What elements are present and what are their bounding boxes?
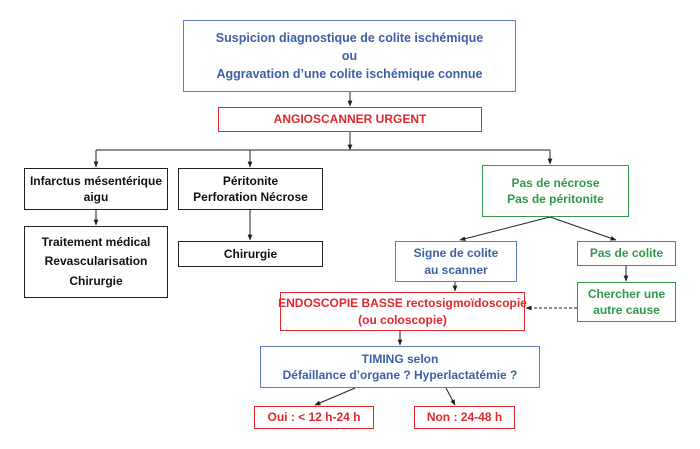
peritonite-line-2: Perforation Nécrose	[193, 190, 308, 204]
non-label: Non : 24-48 h	[426, 410, 503, 425]
arrow-to-pas-colite	[549, 216, 617, 241]
pas-colite-label: Pas de colite	[589, 246, 664, 261]
arrow-timing-oui	[314, 387, 356, 406]
pas-colite-box: Pas de colite	[577, 241, 676, 266]
timing-line-2: Défaillance d’organe ? Hyperlactatémie ?	[282, 368, 518, 382]
infarctus-line-1: Infarctus mésentérique	[29, 173, 163, 188]
chercher-line-1: Chercher une	[587, 286, 666, 301]
traitement-line-2: Revascularisation	[44, 254, 148, 269]
signe-colite-box: Signe de colite au scanner	[395, 241, 517, 282]
arrow-timing-non	[445, 387, 456, 406]
chirurgie-label: Chirurgie	[223, 246, 278, 261]
suspicion-line-1: Suspicion diagnostique de colite ischémi…	[215, 30, 484, 45]
traitement-box: Traitement médical Revascularisation Chi…	[24, 226, 168, 298]
oui-label: Oui : < 12 h-24 h	[267, 410, 361, 425]
arrow-to-signe-colite	[459, 216, 551, 241]
endoscopie-line-2: (ou coloscopie)	[358, 312, 447, 327]
non-box: Non : 24-48 h	[414, 406, 515, 429]
oui-box: Oui : < 12 h-24 h	[254, 406, 374, 429]
chercher-box: Chercher une autre cause	[577, 282, 676, 322]
chirurgie-box: Chirurgie	[178, 241, 323, 267]
infarctus-box: Infarctus mésentérique aigu	[24, 168, 168, 210]
suspicion-box: Suspicion diagnostique de colite ischémi…	[183, 20, 516, 92]
pas-necrose-box: Pas de nécrose Pas de péritonite	[482, 165, 629, 217]
endoscopie-line-1: ENDOSCOPIE BASSE rectosigmoïdoscopie	[278, 296, 527, 311]
endoscopie-box: ENDOSCOPIE BASSE rectosigmoïdoscopie (ou…	[278, 292, 527, 331]
angioscanner-label: ANGIOSCANNER URGENT	[273, 112, 427, 127]
suspicion-line-2: ou	[341, 48, 358, 63]
signe-colite-line-1: Signe de colite	[413, 246, 499, 261]
traitement-line-1: Traitement médical	[41, 235, 151, 250]
traitement-line-3: Chirurgie	[69, 273, 123, 288]
signe-colite-line-2: au scanner	[424, 262, 488, 277]
peritonite-box: Péritonite Perforation Nécrose	[178, 168, 323, 210]
peritonite-line-1: Péritonite	[222, 173, 279, 188]
chercher-line-2: autre cause	[593, 303, 660, 317]
suspicion-line-3: Aggravation d’une colite ischémique conn…	[216, 67, 483, 82]
angioscanner-box: ANGIOSCANNER URGENT	[218, 107, 482, 132]
timing-box: TIMING selon Défaillance d’organe ? Hype…	[260, 346, 540, 388]
timing-line-1: TIMING selon	[361, 351, 439, 366]
infarctus-line-2: aigu	[83, 190, 109, 204]
pas-necrose-line-2: Pas de péritonite	[507, 192, 604, 206]
pas-necrose-line-1: Pas de nécrose	[511, 175, 600, 190]
